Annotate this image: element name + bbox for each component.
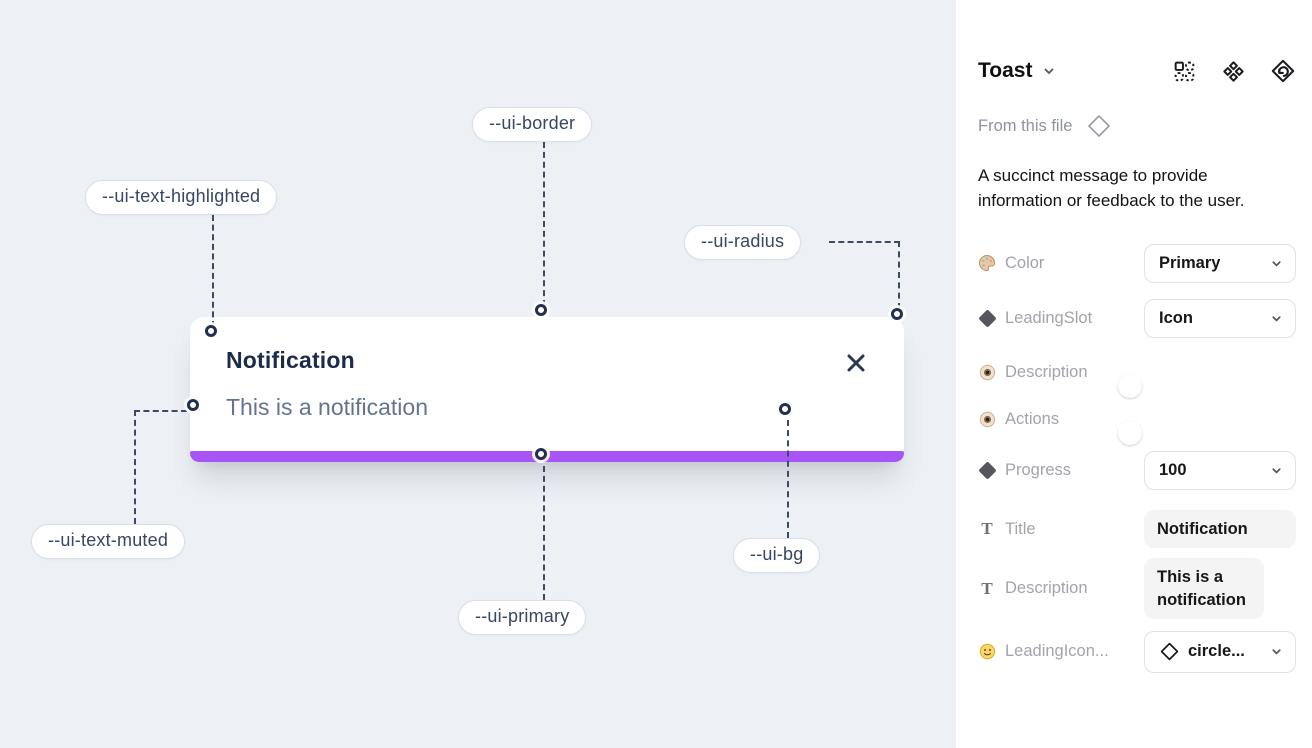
var-label-ui-text-highlighted[interactable]: --ui-text-highlighted [85,180,278,215]
prop-label-description-text: Description [1005,579,1088,597]
smiley-icon [978,643,996,660]
eye-icon [978,411,996,428]
prop-label-title: Title [1005,519,1036,538]
prop-label-leadingslot: LeadingSlot [1005,308,1093,327]
prop-row-color: Color Primary [978,243,1296,283]
diamond-cluster-icon[interactable] [1221,59,1246,84]
connector-primary [543,466,545,600]
chevron-down-icon [1272,316,1281,322]
color-select[interactable]: Primary [1144,243,1296,283]
var-label-ui-border[interactable]: --ui-border [472,107,593,142]
anchor-dot-bg[interactable] [779,403,791,415]
panel-header: Toast [978,58,1296,84]
file-diamond-icon [1084,111,1114,141]
prop-row-title: T Title Notification [978,509,1296,549]
connector-bg [787,420,789,538]
prop-label-actions: Actions [1005,409,1060,428]
text-icon: T [981,578,993,598]
chevron-down-icon [1272,649,1281,655]
text-icon: T [981,519,993,539]
connector-border [543,142,545,306]
component-name: Toast [978,59,1033,82]
prop-row-description-toggle: Description [978,362,1296,399]
connector-text-muted-v [134,410,136,524]
toast-description: This is a notification [226,394,428,420]
chevron-down-icon [1272,468,1281,474]
leadingslot-select[interactable]: Icon [1144,298,1296,338]
anchor-dot-text-highlighted[interactable] [205,325,217,337]
palette-icon [978,254,996,272]
prop-label-progress: Progress [1005,460,1072,479]
title-input[interactable]: Notification [1144,509,1296,549]
properties-panel: Toast [956,0,1312,748]
source-label: From this file [978,116,1073,135]
connector-text-highlighted [212,215,214,327]
connector-radius-v [898,241,900,309]
prop-row-actions-toggle: Actions [978,409,1296,446]
diamond-icon [977,309,997,328]
progress-select[interactable]: 100 [1144,450,1296,490]
chevron-down-icon [1272,261,1281,267]
color-select-value: Primary [1159,253,1221,272]
leadingslot-select-value: Icon [1159,308,1193,327]
swap-instance-icon[interactable] [1270,58,1296,84]
var-label-ui-radius[interactable]: --ui-radius [684,225,802,260]
var-label-ui-primary[interactable]: --ui-primary [458,600,587,635]
component-canvas[interactable]: Notification This is a notification --ui… [0,0,956,748]
toast-title: Notification [226,347,355,373]
connector-radius-h [829,241,900,243]
prop-row-leadingicon: LeadingIcon... circle... [978,630,1296,673]
prop-row-leadingslot: LeadingSlot Icon [977,298,1296,338]
close-icon[interactable] [844,351,868,375]
anchor-dot-border[interactable] [535,304,547,316]
var-label-ui-text-muted[interactable]: --ui-text-muted [31,524,186,559]
description-input[interactable]: This is a notification [1144,558,1264,619]
prop-label-description: Description [1005,362,1088,381]
progress-select-value: 100 [1159,460,1187,479]
prop-row-progress: Progress 100 [977,450,1296,490]
prop-label-leadingicon: LeadingIcon... [1005,642,1109,661]
chevron-down-icon[interactable] [1042,64,1056,78]
component-description: A succinct message to provide informatio… [978,166,1245,210]
connector-text-muted-h [134,410,187,412]
toast-progress-bar [190,451,904,462]
anchor-dot-radius[interactable] [891,308,903,320]
icon-diamond-glyph [1160,643,1179,661]
var-label-ui-bg[interactable]: --ui-bg [733,538,821,573]
toast-component[interactable]: Notification This is a notification [190,317,904,462]
prop-label-color: Color [1005,253,1045,272]
eye-icon [978,364,996,381]
prop-row-description-text: T Description This is a notification [978,558,1296,619]
diamond-icon [977,461,997,480]
property-list: Color Primary LeadingSlot Icon [977,243,1296,673]
leadingicon-select-value: circle... [1188,642,1245,661]
anchor-dot-primary[interactable] [535,448,547,460]
anchor-dot-text-muted[interactable] [187,399,199,411]
source-row: From this file [978,111,1296,141]
leadingicon-select[interactable]: circle... [1144,630,1296,673]
widget-grid-icon[interactable] [1172,59,1197,84]
